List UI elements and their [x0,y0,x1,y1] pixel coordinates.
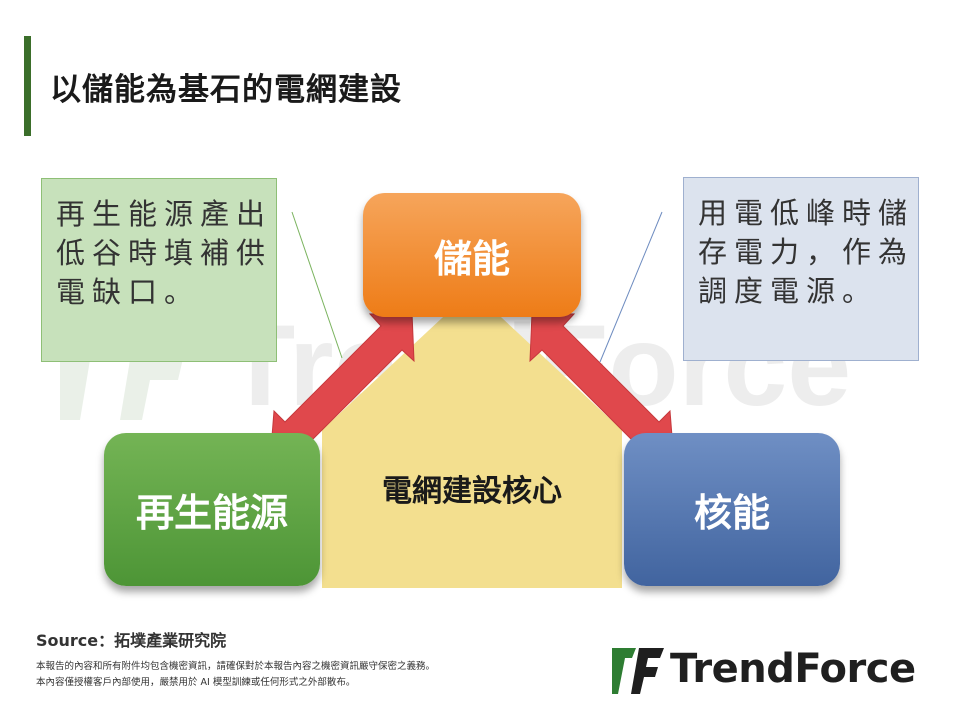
page-title: 以儲能為基石的電網建設 [50,72,402,108]
storage-box: 儲能 [363,193,581,317]
note-line: 低谷時填補供 [56,236,273,270]
grid-core-shape [322,290,622,588]
note-line: 調度電源。 [698,274,879,308]
source-text: Source：拓墣產業研究院 [36,631,227,650]
nuclear-box: 核能 [624,433,840,586]
note-left-connector [291,211,343,359]
note-line: 用電低峰時儲 [698,196,915,230]
title-accent-bar [24,36,31,136]
disclaimer-line-2: 本內容僅授權客戶內部使用，嚴禁用於 AI 模型訓練或任何形式之外部散布。 [36,677,356,688]
renewable-box: 再生能源 [104,433,320,586]
disclaimer-line-1: 本報告的內容和所有附件均包含機密資訊，請確保對於本報告內容之機密資訊嚴守保密之義… [36,661,436,672]
trendforce-logo-icon [612,648,664,694]
note-line: 再生能源產出 [56,197,273,231]
storage-note: 用電低峰時儲 存電力，作為 調度電源。 [683,177,919,361]
note-line: 存電力，作為 [698,235,915,269]
note-right-connector [599,211,663,363]
trendforce-logo-text: TrendForce [670,646,916,692]
note-line: 電缺口。 [56,275,201,309]
grid-core-label: 電網建設核心 [382,474,562,509]
renewable-note: 再生能源產出 低谷時填補供 電缺口。 [41,178,277,362]
